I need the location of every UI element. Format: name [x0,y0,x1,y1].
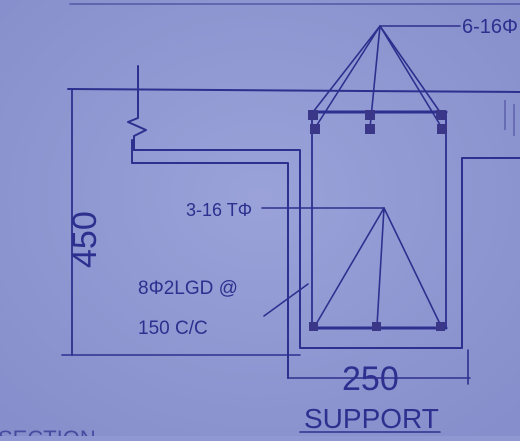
bottom-bar-3 [436,322,445,331]
bottom-bar-1 [309,322,318,331]
leader-stirrup [263,283,309,317]
view-title: SUPPORT [304,403,439,434]
leader-top-5 [379,25,443,129]
top-bar-4 [310,124,320,134]
rebar-group [308,110,447,331]
top-bar-5 [365,124,375,134]
section-label: SECTION [0,426,96,436]
leader-middle-3 [383,207,442,327]
middle-bars-label: 3-16 TΦ [186,200,252,220]
bottom-bar-2 [372,322,381,331]
leader-top-4 [379,25,441,113]
break-symbol [127,65,147,151]
leader-middle-2 [376,207,385,327]
stirrup-label-line1: 8Φ2LGD @ [138,278,238,299]
beam-outline [131,149,520,349]
top-bar-1 [308,110,318,120]
leader-top-2 [314,25,381,129]
stirrup-label-line2: 150 C/C [138,318,208,339]
slab-bottom-line [131,162,289,379]
leader-top-1 [312,25,381,113]
top-bar-2 [365,110,375,120]
top-bar-6 [437,124,447,134]
top-bar-3 [436,110,446,120]
top-bars-label: 6-16Φ [462,16,518,38]
slab-top-line [67,88,520,93]
depth-dimension-value: 450 [66,211,104,268]
leader-middle-1 [314,207,385,327]
width-dimension-value: 250 [342,360,399,398]
